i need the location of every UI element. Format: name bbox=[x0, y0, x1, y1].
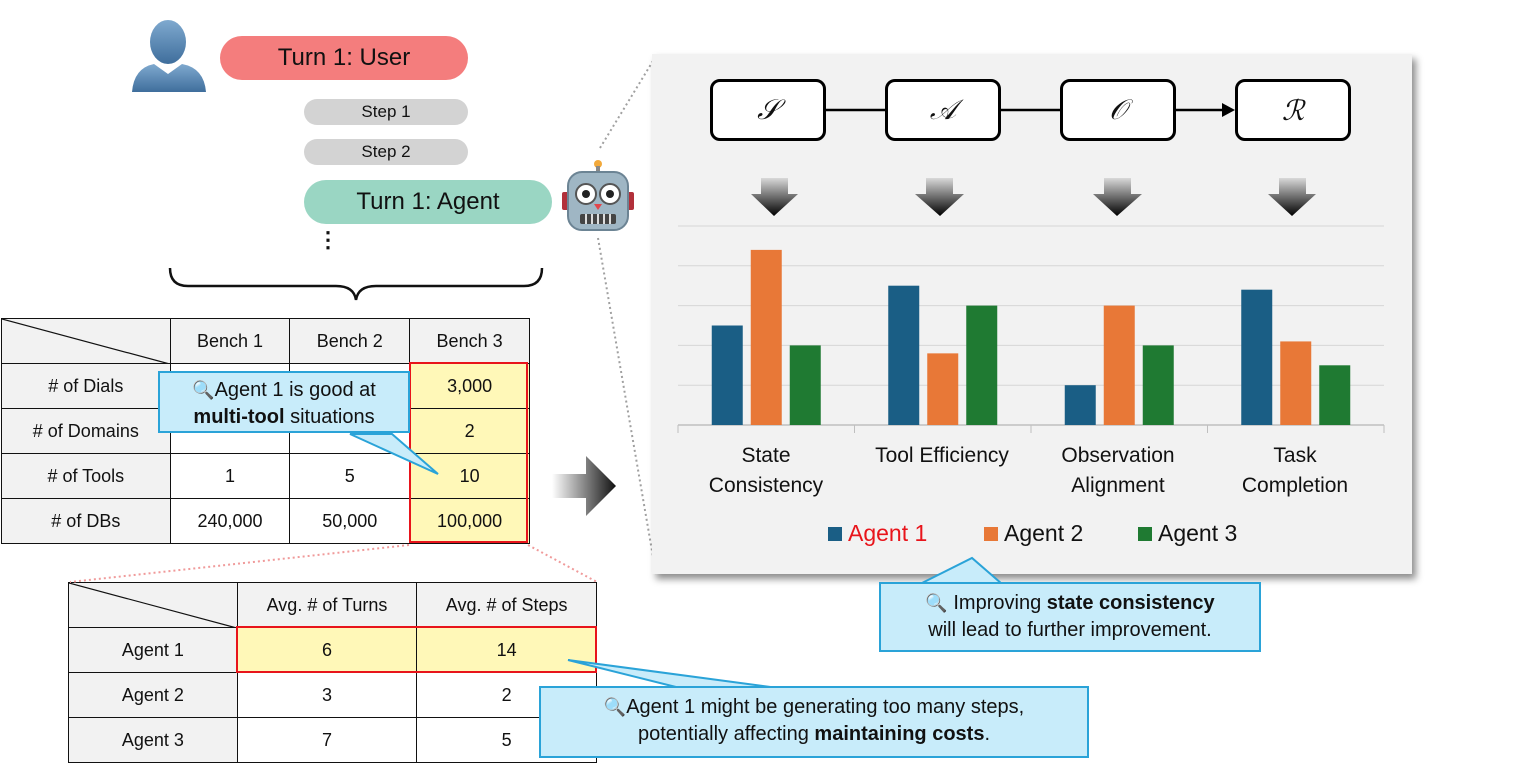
bar-agent-2-state-consistency bbox=[750, 249, 782, 425]
magnifier-icon: 🔍 bbox=[192, 380, 215, 400]
user-turn-pill: Turn 1: User bbox=[220, 36, 468, 80]
step-2-pill: Step 2 bbox=[304, 139, 468, 165]
category-label-tool: Tool Efficiency bbox=[875, 444, 1009, 467]
row-label-dbs: # of DBs bbox=[1, 498, 171, 544]
bench-3-header: Bench 3 bbox=[409, 318, 530, 364]
curly-brace bbox=[168, 267, 544, 301]
table-cell: 240,000 bbox=[169, 498, 291, 544]
bar-agent-1-observation-alignment bbox=[1064, 385, 1096, 425]
legend-agent-2: Agent 2 bbox=[984, 520, 1083, 547]
bar-agent-1-state-consistency bbox=[711, 325, 743, 425]
table-cell: 7 bbox=[236, 717, 418, 763]
legend-agent-3: Agent 3 bbox=[1138, 520, 1237, 547]
bench-2-header: Bench 2 bbox=[289, 318, 411, 364]
bar-agent-3-tool-efficiency bbox=[966, 305, 998, 425]
bar-agent-1-task-completion bbox=[1241, 289, 1273, 425]
user-icon bbox=[132, 20, 206, 92]
bar-agent-2-tool-efficiency bbox=[927, 353, 959, 425]
legend-agent-1: Agent 1 bbox=[828, 520, 927, 547]
agent-turn-pill: Turn 1: Agent bbox=[304, 180, 552, 224]
down-arrows bbox=[751, 178, 1316, 216]
row-label-domains: # of Domains bbox=[1, 408, 171, 454]
callout-multi-tool: 🔍Agent 1 is good at multi-tool situation… bbox=[158, 371, 410, 433]
row-label-tools: # of Tools bbox=[1, 453, 171, 499]
legend-swatch bbox=[984, 526, 998, 541]
row-label-dials: # of Dials bbox=[1, 363, 171, 409]
bench-table-corner bbox=[1, 318, 171, 364]
pipeline-connectors bbox=[825, 103, 1235, 117]
step-1-pill: Step 1 bbox=[304, 99, 468, 125]
legend-swatch bbox=[828, 526, 842, 541]
bar-agent-3-task-completion bbox=[1319, 365, 1351, 425]
state-box: 𝒮 bbox=[710, 79, 826, 141]
bar-agent-3-state-consistency bbox=[789, 345, 821, 425]
agent-1-highlight bbox=[236, 626, 597, 673]
row-label-agent-2: Agent 2 bbox=[68, 672, 238, 718]
magnifier-icon: 🔍 bbox=[925, 593, 948, 613]
agent-table-corner bbox=[68, 582, 238, 628]
right-arrow bbox=[552, 456, 616, 516]
table-cell: 14 bbox=[416, 627, 597, 673]
action-box: 𝒜 bbox=[885, 79, 1001, 141]
table-cell: 6 bbox=[236, 627, 418, 673]
avg-steps-header: Avg. # of Steps bbox=[416, 582, 597, 628]
robot-icon bbox=[562, 160, 634, 231]
bar-agent-2-observation-alignment bbox=[1103, 305, 1135, 425]
bar-chart bbox=[677, 225, 1385, 433]
bar-agent-1-tool-efficiency bbox=[888, 285, 920, 425]
table-cell: 2 bbox=[409, 408, 530, 454]
bar-agent-3-observation-alignment bbox=[1142, 345, 1174, 425]
magnifier-icon: 🔍 bbox=[603, 697, 627, 717]
agent-table: Avg. # of Turns Avg. # of Steps Agent 1 … bbox=[68, 582, 597, 763]
table-cell: 1 bbox=[169, 453, 291, 499]
callout-maintaining-costs: 🔍Agent 1 might be generating too many st… bbox=[539, 686, 1089, 758]
reward-box: ℛ bbox=[1235, 79, 1351, 141]
row-label-agent-1: Agent 1 bbox=[68, 627, 238, 673]
bar-agent-2-task-completion bbox=[1280, 341, 1312, 425]
callout-state-consistency: 🔍 Improving state consistency will lead … bbox=[879, 582, 1261, 652]
table-cell: 50,000 bbox=[289, 498, 411, 544]
observation-box: 𝒪 bbox=[1060, 79, 1176, 141]
table-cell: 10 bbox=[409, 453, 530, 499]
bench-1-header: Bench 1 bbox=[169, 318, 291, 364]
row-label-agent-3: Agent 3 bbox=[68, 717, 238, 763]
table-cell: 100,000 bbox=[409, 498, 530, 544]
legend-swatch bbox=[1138, 526, 1152, 541]
avg-turns-header: Avg. # of Turns bbox=[236, 582, 418, 628]
